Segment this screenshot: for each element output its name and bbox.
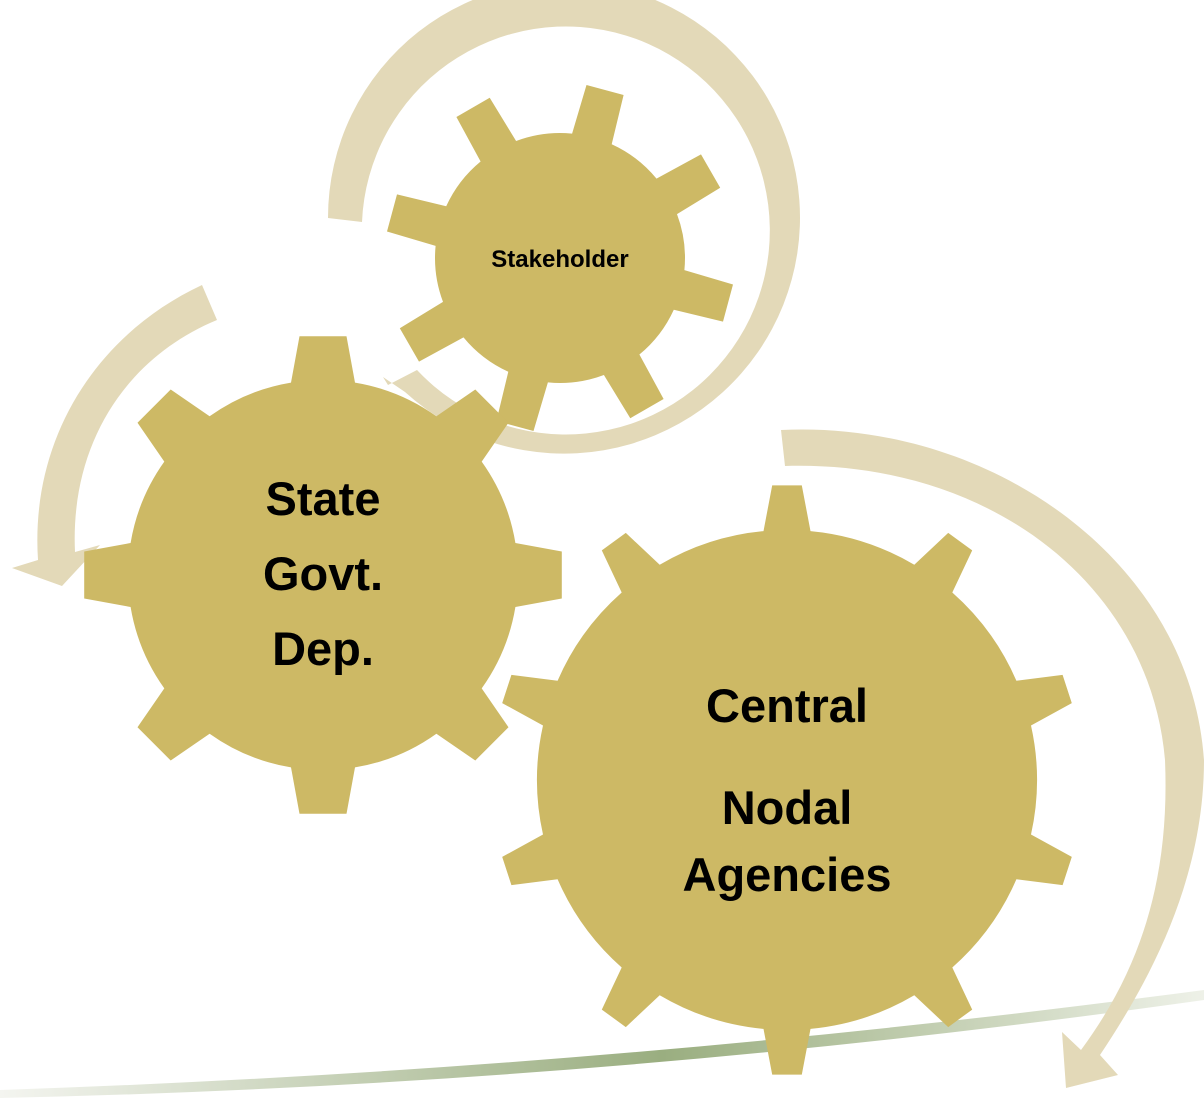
stakeholder-gear: Stakeholder <box>387 85 733 431</box>
state-gear-shape <box>84 336 562 814</box>
central-label-line-3: Agencies <box>683 848 892 901</box>
central-label-line-2: Nodal <box>722 781 853 834</box>
central-cycle-arrow <box>781 429 1204 1089</box>
state-gear: State Govt. Dep. <box>84 336 562 814</box>
state-label-line-1: State <box>266 472 381 525</box>
stakeholder-label: Stakeholder <box>491 246 628 273</box>
state-cycle-arrow <box>12 285 217 586</box>
central-label-line-1: Central <box>706 679 868 732</box>
baseline-swoosh <box>0 990 1204 1098</box>
state-label-line-3: Dep. <box>272 622 374 675</box>
state-label-line-2: Govt. <box>263 547 383 600</box>
central-gear-shape <box>502 485 1072 1075</box>
central-gear: Central Nodal Agencies <box>502 485 1072 1075</box>
stakeholder-gear-shape <box>387 85 733 431</box>
